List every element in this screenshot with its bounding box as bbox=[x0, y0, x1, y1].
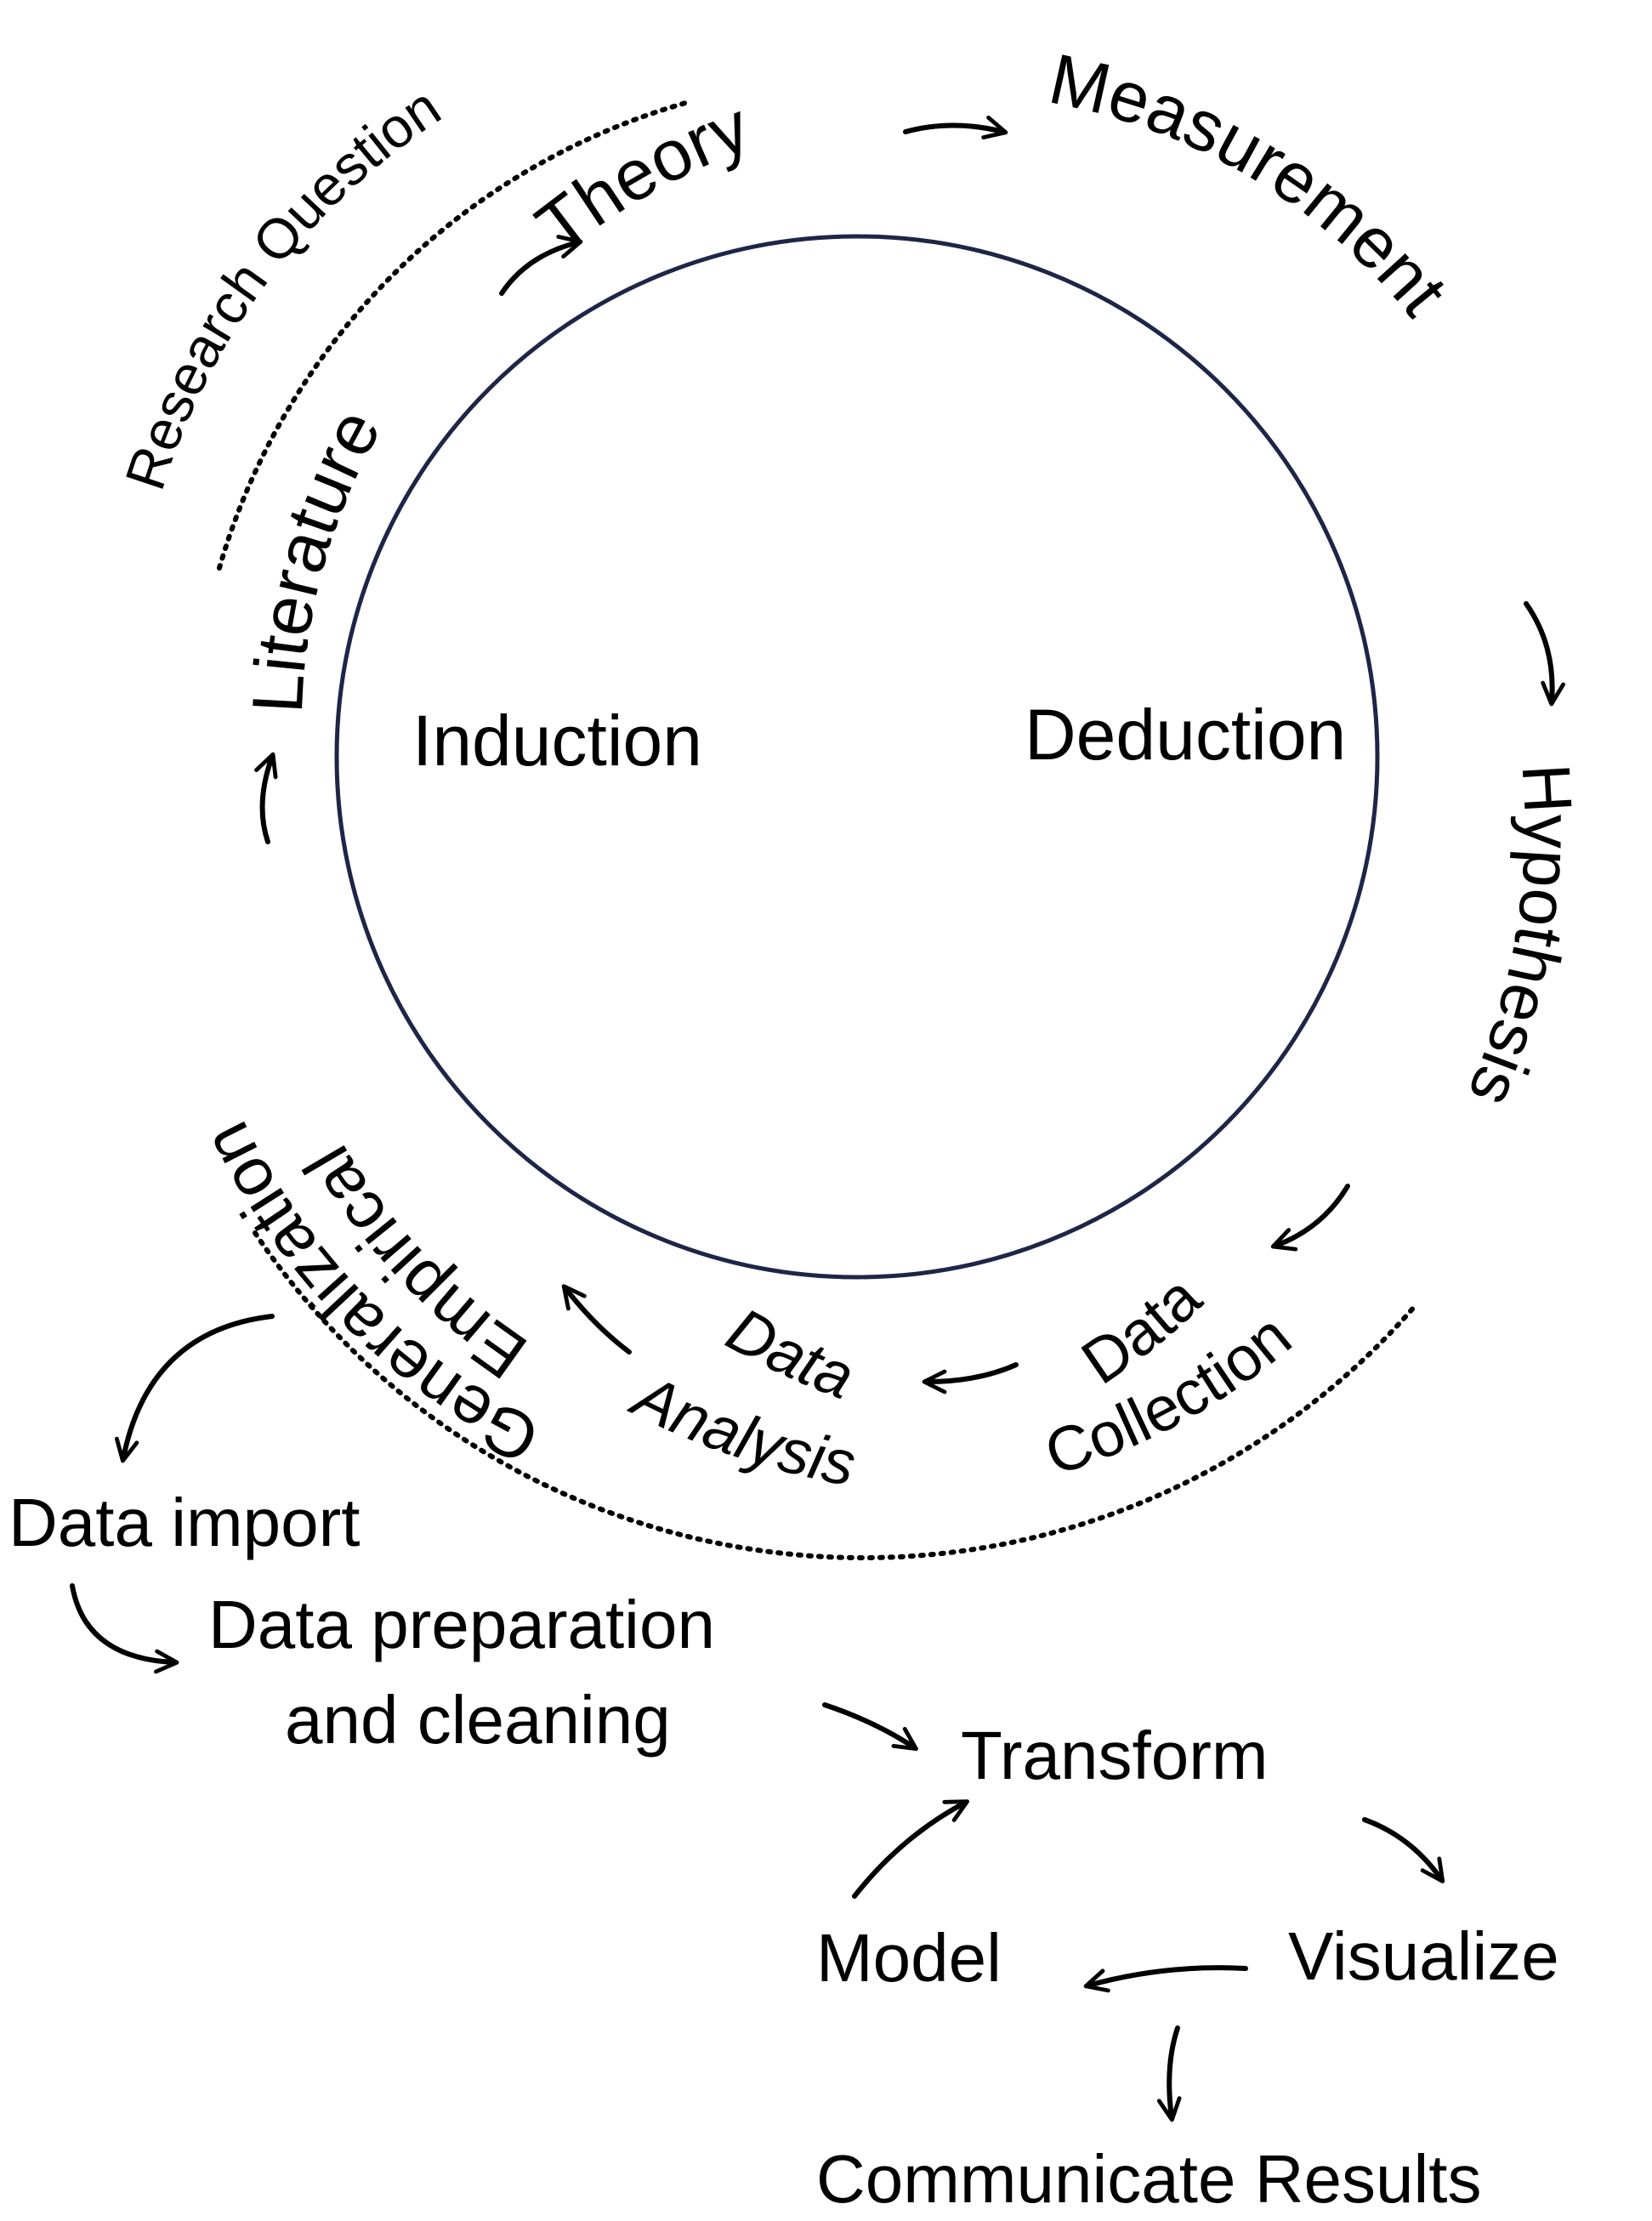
data-import-label: Data import bbox=[9, 1485, 360, 1560]
theory-to-measurement-arrow bbox=[903, 115, 1008, 139]
generalization-to-literature-arrow bbox=[254, 752, 278, 844]
measurement-to-hypothesis-arrow bbox=[1524, 601, 1565, 707]
model-to-transform-arrow bbox=[852, 1799, 970, 1899]
communicate-results-label: Communicate Results bbox=[816, 2141, 1482, 2217]
theory-label: Theory bbox=[522, 86, 759, 267]
data-preparation-label-line2: and cleaning bbox=[285, 1682, 671, 1758]
data-preparation-label-line1: Data preparation bbox=[208, 1587, 715, 1662]
data-analysis-dotted-arc bbox=[253, 1230, 1418, 1560]
model-label: Model bbox=[816, 1920, 1002, 1996]
visualize-label: Visualize bbox=[1288, 1918, 1559, 1994]
preparation-to-transform-arrow bbox=[822, 1702, 918, 1752]
data-analysis-label-line1: Data bbox=[716, 1293, 864, 1412]
literature-to-theory-arrow bbox=[499, 235, 583, 296]
visualize-to-communicate-arrow bbox=[1156, 2025, 1182, 2122]
deduction-label: Deduction bbox=[1025, 695, 1346, 775]
hypothesis-label: Hypothesis bbox=[1454, 762, 1587, 1117]
analysis-to-generalization-arrow bbox=[561, 1284, 632, 1355]
transform-label: Transform bbox=[961, 1718, 1269, 1793]
research-question-dotted-arc bbox=[217, 99, 691, 571]
induction-label: Induction bbox=[412, 701, 702, 781]
import-to-preparation-arrow bbox=[70, 1583, 179, 1674]
measurement-label: Measurement bbox=[1042, 38, 1463, 330]
literature-label: Literature bbox=[237, 396, 396, 715]
research-question-label: Research Question bbox=[113, 75, 451, 497]
cycle-ring bbox=[334, 234, 1380, 1280]
transform-to-visualize-arrow bbox=[1362, 1817, 1445, 1883]
collection-to-analysis-arrow bbox=[922, 1362, 1019, 1395]
hypothesis-to-collection-arrow bbox=[1270, 1184, 1350, 1252]
visualize-to-model-arrow bbox=[1083, 1965, 1248, 1993]
cycle-to-import-arrow bbox=[114, 1314, 275, 1463]
